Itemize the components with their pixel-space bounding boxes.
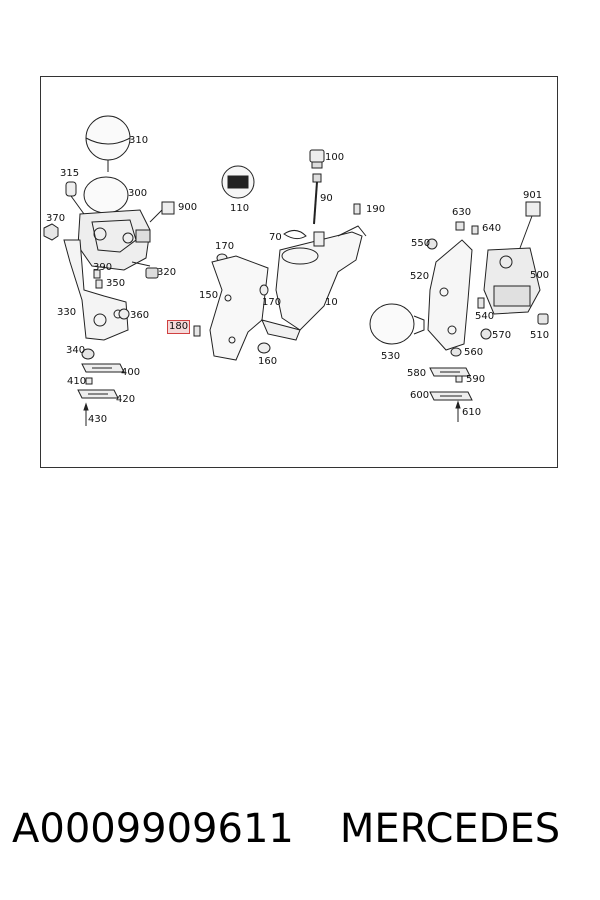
callout-370: 370 xyxy=(46,213,66,224)
pad-580 xyxy=(429,367,471,377)
bolt-190 xyxy=(353,203,361,215)
pad-400 xyxy=(81,363,125,373)
callout-315: 315 xyxy=(60,168,80,179)
callout-900: 900 xyxy=(178,202,198,213)
callout-390: 390 xyxy=(93,262,113,273)
screw-350 xyxy=(95,279,103,289)
bushing-360 xyxy=(118,308,130,320)
seal-70 xyxy=(283,230,307,240)
nut-340 xyxy=(81,348,95,360)
bolt-630 xyxy=(455,221,465,231)
accumulator-sphere-310 xyxy=(85,115,131,172)
pad-420 xyxy=(77,389,119,399)
dipstick-90 xyxy=(312,173,322,225)
bracket-foot xyxy=(261,319,301,341)
callout-530: 530 xyxy=(381,351,401,362)
screw-390 xyxy=(93,269,101,279)
callout-320: 320 xyxy=(157,267,177,278)
callout-310: 310 xyxy=(129,135,149,146)
bushing-560 xyxy=(450,347,462,357)
brand-name: MERCEDES xyxy=(339,806,561,852)
callout-630: 630 xyxy=(452,207,472,218)
callout-170-upper: 170 xyxy=(215,241,235,252)
callout-100: 100 xyxy=(325,152,345,163)
screw-610 xyxy=(455,400,461,422)
callout-430: 430 xyxy=(88,414,108,425)
label-sticker-110 xyxy=(221,165,255,199)
pump-motor-500 xyxy=(483,247,541,315)
callout-340: 340 xyxy=(66,345,86,356)
callout-560: 560 xyxy=(464,347,484,358)
grommet-170-lower xyxy=(259,284,269,296)
callout-190: 190 xyxy=(366,204,386,215)
callout-170-lower: 170 xyxy=(262,297,282,308)
product-caption: A0009909611 MERCEDES xyxy=(12,806,592,862)
connector-901 xyxy=(519,201,541,249)
callout-10: 10 xyxy=(325,297,338,308)
callout-410: 410 xyxy=(67,376,87,387)
grommet-160 xyxy=(257,342,271,354)
callout-350: 350 xyxy=(106,278,126,289)
screw-180 xyxy=(193,325,201,337)
plug-510 xyxy=(537,313,549,325)
nut-370 xyxy=(43,223,59,241)
nut-570 xyxy=(480,328,492,340)
bracket-520 xyxy=(427,239,473,351)
callout-150: 150 xyxy=(199,290,219,301)
connector-900 xyxy=(149,201,175,223)
bolt-640 xyxy=(471,225,479,235)
callout-510: 510 xyxy=(530,330,550,341)
callout-610: 610 xyxy=(462,407,482,418)
callout-580: 580 xyxy=(407,368,427,379)
nut-550 xyxy=(426,238,438,250)
reservoir-10 xyxy=(275,225,367,331)
callout-420: 420 xyxy=(116,394,136,405)
callout-70: 70 xyxy=(269,232,282,243)
callout-590: 590 xyxy=(466,374,486,385)
callout-160: 160 xyxy=(258,356,278,367)
callout-550: 550 xyxy=(411,238,431,249)
callout-540: 540 xyxy=(475,311,495,322)
callout-360: 360 xyxy=(130,310,150,321)
callout-330: 330 xyxy=(57,307,77,318)
callout-520: 520 xyxy=(410,271,430,282)
washer-590 xyxy=(455,375,463,383)
bracket-330 xyxy=(63,239,129,341)
callout-570: 570 xyxy=(492,330,512,341)
washer-410 xyxy=(85,377,93,385)
bracket-150 xyxy=(209,255,269,361)
cap-100 xyxy=(309,149,325,169)
pad-600 xyxy=(429,391,473,401)
screw-540 xyxy=(477,297,485,309)
callout-110: 110 xyxy=(230,203,250,214)
callout-300: 300 xyxy=(128,188,148,199)
valve-plug-315 xyxy=(65,181,85,215)
callout-640: 640 xyxy=(482,223,502,234)
hydraulic-block xyxy=(77,209,151,271)
part-number: A0009909611 xyxy=(12,806,294,852)
callout-500: 500 xyxy=(530,270,550,281)
sensor-320 xyxy=(131,261,159,279)
accumulator-530 xyxy=(369,303,425,345)
callout-400: 400 xyxy=(121,367,141,378)
callout-180-highlighted: 180 xyxy=(167,320,191,334)
callout-901: 901 xyxy=(523,190,543,201)
callout-600: 600 xyxy=(410,390,430,401)
screw-430 xyxy=(83,402,89,426)
callout-90: 90 xyxy=(320,193,333,204)
